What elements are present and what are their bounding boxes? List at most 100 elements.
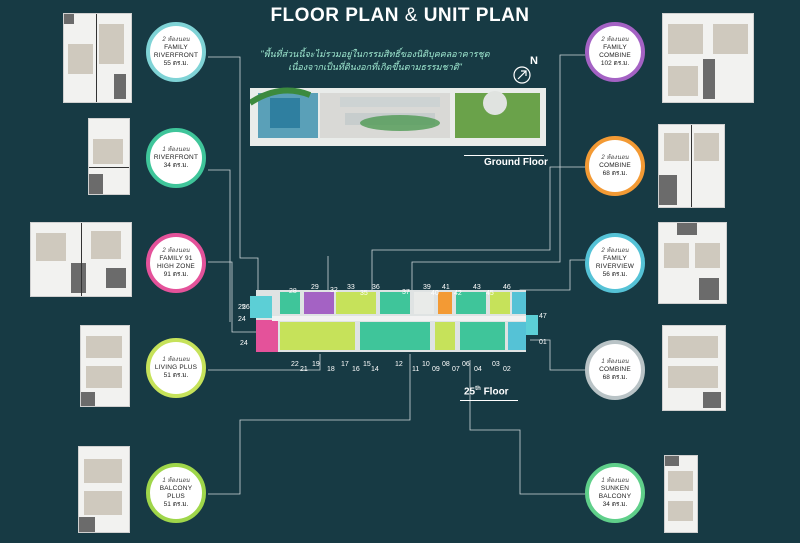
unit-area: 51 ตร.ม. bbox=[163, 372, 189, 379]
unit-number: 07 bbox=[452, 366, 460, 373]
unit-area: 56 ตร.ม. bbox=[602, 271, 628, 278]
unit-plan-combine-68-grey bbox=[662, 325, 726, 411]
unit-number: 39 bbox=[423, 284, 431, 291]
unit-name: COMBINE bbox=[599, 162, 631, 169]
unit-number: 33 bbox=[347, 284, 355, 291]
bedroom-label: 1 ห้องนอน bbox=[162, 147, 190, 153]
unit-number: 26 bbox=[242, 304, 250, 311]
title-amp: & bbox=[404, 5, 418, 26]
unit-name: RIVERFRONT bbox=[153, 154, 199, 161]
unit-area: 34 ตร.ม. bbox=[163, 162, 189, 169]
unit-plan-combine-68-orange bbox=[658, 124, 725, 208]
bedroom-label: 1 ห้องนอน bbox=[601, 478, 629, 484]
unit-plan-sunken-balcony bbox=[664, 455, 698, 533]
north-arrow-icon bbox=[513, 66, 531, 84]
unit-number: 11 bbox=[412, 366, 420, 373]
unit-name: SUNKEN bbox=[600, 485, 630, 492]
unit-number: 04 bbox=[474, 366, 482, 373]
unit-number: 22 bbox=[291, 361, 299, 368]
unit-plan-riverfront bbox=[88, 118, 130, 195]
unit-plan-family-combine bbox=[662, 13, 754, 103]
unit-name: BALCONY bbox=[159, 485, 193, 492]
badge-living-plus: 1 ห้องนอน LIVING PLUS 51 ตร.ม. bbox=[146, 338, 206, 398]
unit-area: 102 ตร.ม. bbox=[600, 60, 630, 67]
ground-floor-site-plan bbox=[250, 87, 546, 146]
unit-area: 68 ตร.ม. bbox=[602, 170, 628, 177]
unit-number: 18 bbox=[327, 366, 335, 373]
floor-suffix: th bbox=[475, 386, 481, 392]
unit-number: 35 bbox=[360, 290, 368, 297]
ground-floor-label: Ground Floor bbox=[484, 157, 548, 168]
badge-sunken-balcony: 1 ห้องนอน SUNKEN BALCONY 34 ตร.ม. bbox=[585, 463, 645, 523]
unit-area: 91 ตร.ม. bbox=[163, 271, 189, 278]
unit-number: 42 bbox=[454, 290, 462, 297]
unit-number: 02 bbox=[503, 366, 511, 373]
badge-family-riverview: 2 ห้องนอน FAMILY RIVERVIEW 56 ตร.ม. bbox=[585, 233, 645, 293]
unit-number: 24 bbox=[238, 316, 246, 323]
unit-number: 15 bbox=[363, 361, 371, 368]
unit-area: 68 ตร.ม. bbox=[602, 374, 628, 381]
unit-area: 55 ตร.ม. bbox=[163, 60, 189, 67]
unit-plan-family-riverfront bbox=[63, 13, 132, 103]
badge-riverfront: 1 ห้องนอน RIVERFRONT 34 ตร.ม. bbox=[146, 128, 206, 188]
unit-plan-balcony-plus bbox=[78, 446, 130, 533]
unit-number: 12 bbox=[395, 361, 403, 368]
unit-number: 19 bbox=[312, 361, 320, 368]
unit-number: 16 bbox=[352, 366, 360, 373]
badge-combine-grey: 1 ห้องนอน COMBINE 68 ตร.ม. bbox=[585, 340, 645, 400]
unit-number: 43 bbox=[473, 284, 481, 291]
unit-name: RIVERVIEW bbox=[595, 263, 635, 270]
unit-name: PLUS bbox=[167, 493, 185, 500]
north-label: N bbox=[530, 55, 538, 67]
unit-name: FAMILY bbox=[164, 44, 188, 51]
floor-25-label: 25th Floor bbox=[464, 386, 509, 397]
unit-number: 17 bbox=[341, 361, 349, 368]
unit-plan-family-91 bbox=[30, 222, 132, 297]
bedroom-label: 1 ห้องนอน bbox=[601, 359, 629, 365]
unit-name: LIVING PLUS bbox=[154, 364, 198, 371]
unit-name: COMBINE bbox=[599, 52, 631, 59]
unit-number: 24 bbox=[240, 340, 248, 347]
title-sub: UNIT PLAN bbox=[423, 5, 530, 26]
page-title: FLOOR PLAN & UNIT PLAN bbox=[0, 5, 800, 27]
unit-number: 01 bbox=[539, 339, 547, 346]
floor-word: Floor bbox=[483, 386, 509, 398]
unit-number: 03 bbox=[492, 361, 500, 368]
unit-number: 28 bbox=[289, 288, 297, 295]
unit-number: 37 bbox=[402, 289, 410, 296]
unit-name: HIGH ZONE bbox=[157, 263, 195, 270]
unit-name: FAMILY 91 bbox=[159, 255, 193, 262]
unit-number: 29 bbox=[311, 284, 319, 291]
unit-number: 06 bbox=[462, 361, 470, 368]
unit-name: FAMILY bbox=[603, 44, 627, 51]
floor-25-rule bbox=[460, 400, 518, 401]
bedroom-label: 2 ห้องนอน bbox=[601, 155, 629, 161]
unit-name: RIVERFRONT bbox=[153, 52, 199, 59]
badge-family-riverfront: 2 ห้องนอน FAMILY RIVERFRONT 55 ตร.ม. bbox=[146, 22, 206, 82]
unit-number: 32 bbox=[330, 287, 338, 294]
bedroom-label: 1 ห้องนอน bbox=[162, 357, 190, 363]
unit-number: 21 bbox=[300, 366, 308, 373]
unit-plan-living-plus bbox=[80, 325, 130, 407]
floor-25-plan bbox=[250, 290, 538, 352]
bedroom-label: 1 ห้องนอน bbox=[162, 478, 190, 484]
unit-number: 47 bbox=[539, 313, 547, 320]
floor-number: 25 bbox=[464, 386, 476, 398]
unit-area: 34 ตร.ม. bbox=[602, 501, 628, 508]
badge-family-combine: 2 ห้องนอน FAMILY COMBINE 102 ตร.ม. bbox=[585, 22, 645, 82]
unit-number: 10 bbox=[422, 361, 430, 368]
unit-number: 40 bbox=[431, 290, 439, 297]
bedroom-label: 2 ห้องนอน bbox=[162, 248, 190, 254]
unit-name: FAMILY bbox=[603, 255, 627, 262]
unit-number: 36 bbox=[372, 284, 380, 291]
unit-name: COMBINE bbox=[599, 366, 631, 373]
title-main: FLOOR PLAN bbox=[270, 5, 399, 26]
unit-number: 14 bbox=[371, 366, 379, 373]
unit-number: 46 bbox=[503, 284, 511, 291]
unit-name: BALCONY bbox=[598, 493, 632, 500]
badge-combine-orange: 2 ห้องนอน COMBINE 68 ตร.ม. bbox=[585, 136, 645, 196]
unit-plan-family-riverview bbox=[658, 222, 727, 304]
land-note: "พื้นที่ส่วนนี้จะไม่รวมอยู่ในกรรมสิทธิ์ข… bbox=[260, 49, 490, 72]
unit-number: 08 bbox=[442, 361, 450, 368]
unit-number: 41 bbox=[442, 284, 450, 291]
